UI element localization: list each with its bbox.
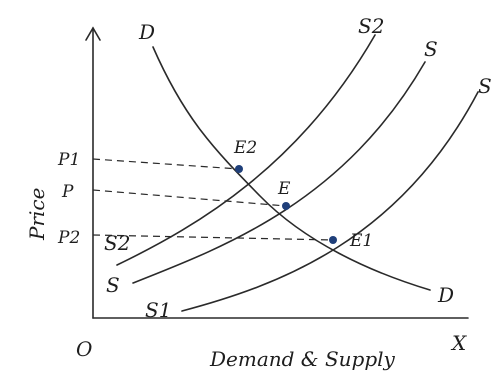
equilibrium-label-e1: E1 bbox=[349, 231, 373, 251]
supply-curve-s bbox=[132, 61, 426, 284]
y-axis-label: Price bbox=[25, 188, 49, 241]
supply-s-bottom-label: S bbox=[106, 273, 120, 297]
supply-s1-bottom-label: S1 bbox=[145, 298, 171, 322]
supply-s2-top-label: S2 bbox=[358, 14, 384, 38]
x-axis-end-label: X bbox=[450, 331, 467, 355]
demand-curve-bottom-label: D bbox=[437, 283, 454, 307]
supply-s1-top-label: S bbox=[478, 74, 492, 98]
origin-label: O bbox=[76, 337, 92, 361]
guide-line-p1 bbox=[92, 158, 240, 170]
supply-s-top-label: S bbox=[424, 37, 438, 61]
x-axis-label: Demand & Supply bbox=[209, 347, 396, 371]
equilibrium-label-e2: E2 bbox=[233, 138, 257, 158]
equilibrium-point-e bbox=[282, 202, 290, 210]
guide-line-p2 bbox=[92, 234, 334, 241]
demand-curve-top-label: D bbox=[138, 20, 155, 44]
supply-curve-s2 bbox=[116, 34, 376, 266]
price-label-p: P bbox=[61, 182, 74, 202]
supply-s2-bottom-label: S2 bbox=[104, 231, 130, 255]
y-axis-arrowhead bbox=[85, 26, 101, 41]
price-label-p2: P2 bbox=[57, 228, 80, 248]
equilibrium-point-e2 bbox=[235, 165, 243, 173]
equilibrium-point-e1 bbox=[329, 236, 337, 244]
guide-line-p bbox=[92, 189, 287, 207]
supply-curve-s1 bbox=[181, 91, 479, 312]
demand-curve bbox=[152, 46, 431, 291]
equilibrium-label-e: E bbox=[277, 179, 291, 199]
price-label-p1: P1 bbox=[57, 150, 80, 170]
